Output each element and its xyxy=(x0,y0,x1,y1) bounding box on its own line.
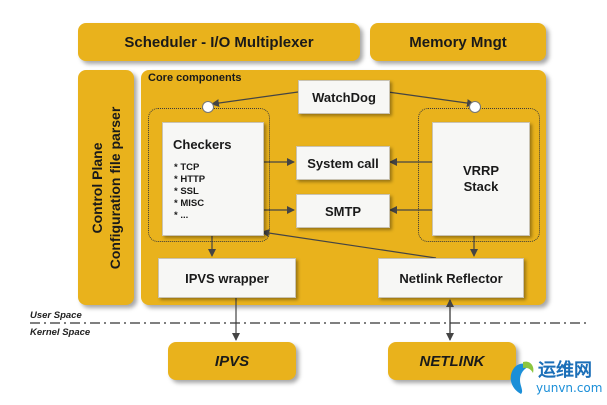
control-plane-box: Control Plane Configuration file parser xyxy=(78,70,134,305)
ipvs-wrapper-box: IPVS wrapper xyxy=(158,258,296,298)
watermark: 运维网 yunvn.com xyxy=(504,356,604,402)
netlink-kernel-box: NETLINK xyxy=(388,342,516,380)
checkers-title: Checkers xyxy=(173,137,232,152)
watermark-chinese: 运维网 xyxy=(538,360,592,381)
netlink-reflector-box: Netlink Reflector xyxy=(378,258,524,298)
checker-item-tcp: * TCP xyxy=(174,162,200,173)
checker-item-misc: * MISC xyxy=(174,198,205,209)
checker-item-more: * ... xyxy=(174,210,189,221)
memory-management-label: Memory Mngt xyxy=(409,33,507,51)
checkers-box: Checkers * TCP * HTTP * SSL * MISC * ... xyxy=(162,122,264,236)
checker-item-http: * HTTP xyxy=(174,174,206,185)
watchdog-to-checkers-arrow xyxy=(211,91,299,107)
scheduler-box: Scheduler - I/O Multiplexer xyxy=(78,23,360,61)
vrrp-line2: Stack xyxy=(463,179,499,194)
watermark-site: yunvn.com xyxy=(536,381,603,395)
netlink-kernel-label: NETLINK xyxy=(419,352,485,370)
vrrp-node xyxy=(469,101,481,113)
ipvs-kernel-label: IPVS xyxy=(214,352,250,370)
watchdog-to-vrrp-arrow xyxy=(387,91,475,107)
watermark-logo-icon xyxy=(510,361,534,394)
system-call-box: System call xyxy=(296,146,390,180)
checkers-node xyxy=(202,101,214,113)
ipvs-kernel-box: IPVS xyxy=(168,342,296,380)
reflector-to-checkers-arrow xyxy=(261,229,437,259)
checkers-list: * TCP * HTTP * SSL * MISC * ... xyxy=(174,162,205,222)
kernel-space-label: Kernel Space xyxy=(30,327,91,338)
core-components-title: Core components xyxy=(148,72,242,84)
memory-management-box: Memory Mngt xyxy=(370,23,546,61)
checker-item-ssl: * SSL xyxy=(174,186,199,197)
smtp-box: SMTP xyxy=(296,194,390,228)
user-space-label: User Space xyxy=(30,310,82,321)
vrrp-line1: VRRP xyxy=(462,163,500,178)
watchdog-box: WatchDog xyxy=(298,80,390,114)
vrrp-stack-box: VRRP Stack xyxy=(432,122,530,236)
scheduler-label: Scheduler - I/O Multiplexer xyxy=(124,33,314,51)
